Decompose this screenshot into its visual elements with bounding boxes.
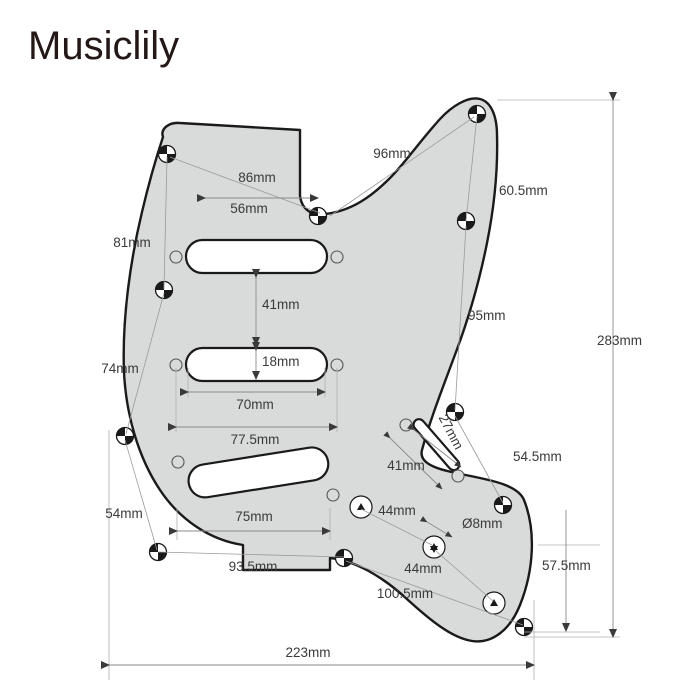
dimension-54mm: 54mm [105, 506, 143, 521]
screw-hole [334, 548, 354, 568]
dimension-100-5mm: 100.5mm [377, 586, 433, 601]
dimension-86mm: 86mm [238, 170, 276, 185]
dimension-283mm: 283mm [597, 333, 642, 348]
mounting-hole [326, 488, 340, 502]
screw-hole [154, 280, 174, 300]
dimension-93-5mm: 93.5mm [229, 559, 278, 574]
dimension-lines [101, 92, 620, 680]
dimension-57-5mm: 57.5mm [542, 558, 591, 573]
dimension-95mm: 95mm [468, 308, 506, 323]
pickguard-outline [122, 97, 534, 643]
screw-hole [115, 426, 135, 446]
tone1-knob-hole [422, 535, 446, 559]
dimension-labels: 86mm 56mm 96mm 60.5mm 81mm 95mm 283mm 41… [101, 146, 642, 660]
switch-mounting-hole [399, 418, 413, 432]
middle-pickup-route [184, 346, 329, 383]
mounting-hole [171, 455, 185, 469]
dimension-96mm: 96mm [373, 146, 411, 161]
dimension-81mm: 81mm [113, 235, 151, 250]
screw-hole [467, 104, 487, 124]
dimension-223mm: 223mm [285, 645, 330, 660]
screw-hole [514, 617, 534, 637]
volume-knob-hole [349, 495, 373, 519]
dimension-75mm: 75mm [235, 509, 273, 524]
dimension-44mm-lower: 44mm [404, 561, 442, 576]
screw-hole [445, 402, 465, 422]
dimension-54-5mm: 54.5mm [513, 449, 562, 464]
dimension-41mm-neck: 41mm [262, 297, 300, 312]
screw-hole [308, 206, 328, 226]
mounting-hole [330, 250, 344, 264]
bridge-pickup-route [187, 446, 330, 499]
dimension-70mm: 70mm [236, 397, 274, 412]
screw-hole [493, 495, 513, 515]
dimension-44mm-upper: 44mm [378, 503, 416, 518]
dimension-56mm: 56mm [230, 201, 268, 216]
dimension-41mm-bridge: 41mm [387, 458, 425, 473]
mounting-hole [169, 250, 183, 264]
page-title: Musiclily [28, 24, 180, 68]
switch-mounting-hole [451, 469, 465, 483]
dimension-60-5mm: 60.5mm [499, 183, 548, 198]
dimension-18mm: 18mm [262, 354, 300, 369]
dimension-diameter-8mm: Ø8mm [462, 516, 503, 531]
dimension-74mm: 74mm [101, 361, 139, 376]
neck-pickup-route [184, 238, 329, 275]
pickup-mounting-holes [169, 250, 465, 502]
dimension-77-5mm: 77.5mm [231, 432, 280, 447]
